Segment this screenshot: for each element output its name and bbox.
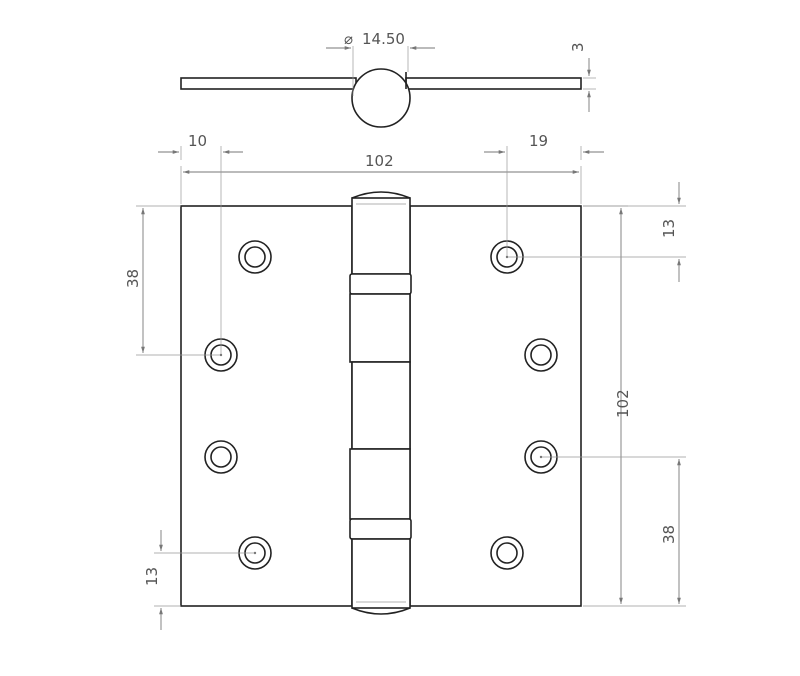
- screw-hole: [524, 338, 558, 372]
- top-view-left-leaf: [180, 77, 357, 90]
- overall-width-dimension: 102: [180, 152, 582, 204]
- right-edge-dimension: 19: [484, 132, 604, 257]
- left-leaf: [180, 205, 353, 607]
- bottom-offset-label: 13: [143, 567, 161, 586]
- overall-height-dimension: 102: [583, 205, 632, 607]
- thickness-label: 3: [569, 42, 587, 52]
- overall-height-label: 102: [614, 389, 632, 418]
- top-view-right-leaf: [405, 77, 582, 90]
- left-leaf-holes: [204, 240, 272, 570]
- top-view-knuckle: [351, 68, 411, 128]
- right-leaf: [409, 205, 582, 607]
- left-hole-spacing-label: 38: [124, 269, 142, 288]
- top-offset-label: 13: [660, 219, 678, 238]
- screw-hole: [204, 440, 238, 474]
- front-view: [180, 191, 582, 615]
- right-leaf-holes: [490, 240, 558, 570]
- top-offset-dimension: 13: [507, 182, 686, 282]
- thickness-dimension: 3: [569, 42, 596, 112]
- top-view: [180, 68, 582, 128]
- pin-diameter-dimension: ⌀ 14.50: [326, 30, 435, 96]
- bottom-offset-dimension: 13: [143, 530, 255, 630]
- hole-center-marks: [219, 255, 543, 555]
- right-hole-spacing-label: 38: [660, 525, 678, 544]
- left-edge-label: 10: [188, 132, 207, 150]
- overall-width-label: 102: [365, 152, 394, 170]
- right-hole-spacing-dimension: 38: [541, 456, 686, 607]
- left-edge-dimension: 10: [158, 132, 243, 355]
- screw-hole: [238, 240, 272, 274]
- right-edge-label: 19: [529, 132, 548, 150]
- left-hole-spacing-dimension: 38: [124, 205, 221, 356]
- barrel: [349, 191, 412, 615]
- pin-diameter-label: 14.50: [362, 30, 405, 48]
- screw-hole: [490, 536, 524, 570]
- diameter-symbol: ⌀: [344, 30, 353, 48]
